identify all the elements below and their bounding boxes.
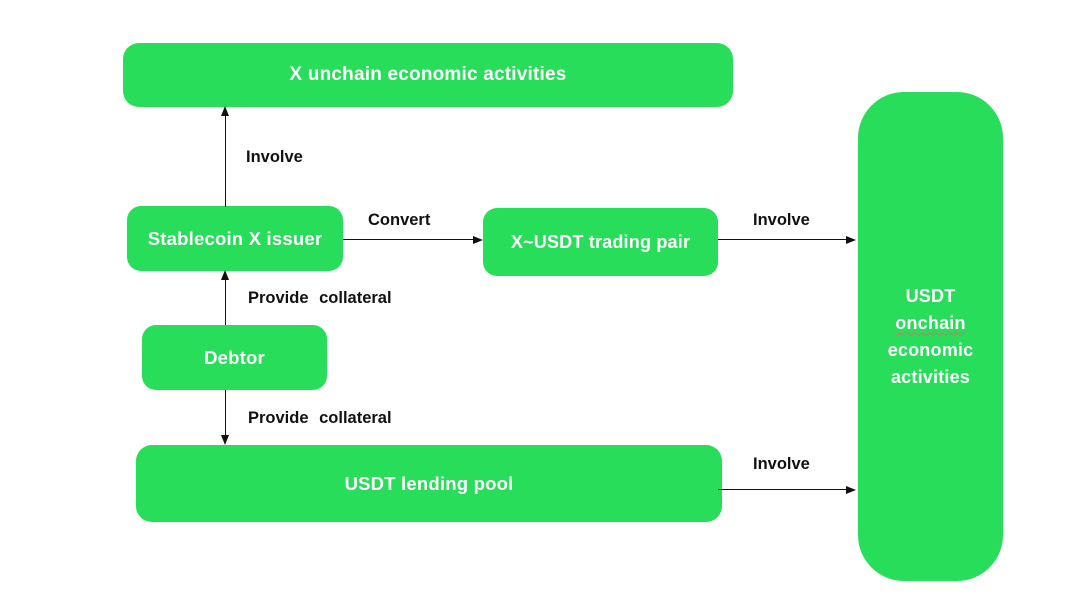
node-label-line: economic [887, 339, 974, 360]
node-label-line: activities [890, 366, 971, 387]
edge-label-provide-collateral-down: Provide collateral [248, 409, 392, 427]
node-x-unchain-economic-activities: X unchain economic activities [123, 43, 733, 107]
node-label: USDT lending pool [344, 472, 514, 494]
edge-label-involve-mid: Involve [753, 211, 810, 229]
arrow-line-convert [343, 239, 475, 240]
edge-label-convert: Convert [368, 211, 431, 229]
arrowhead-right-icon [473, 235, 483, 244]
edge-label-involve-bottom: Involve [753, 455, 810, 473]
node-usdt-lending-pool: USDT lending pool [136, 445, 722, 522]
node-label: USDT onchain economic activities [878, 283, 984, 391]
node-debtor: Debtor [142, 325, 327, 390]
node-label: X unchain economic activities [289, 64, 567, 85]
node-usdt-onchain-economic-activities: USDT onchain economic activities [858, 92, 1003, 581]
node-label-line-spellcheck: onchain [895, 312, 966, 333]
node-x-usdt-trading-pair: X~USDT trading pair [483, 208, 718, 276]
node-label: Debtor [204, 346, 265, 368]
edge-label-involve-top: Involve [246, 148, 303, 166]
node-stablecoin-x-issuer: Stablecoin X issuer [127, 206, 343, 271]
arrow-line-involve-bottom [718, 489, 848, 490]
arrow-line-provide-collateral-up [225, 278, 226, 325]
arrowhead-right-icon [846, 235, 856, 244]
arrow-line-involve-top [225, 114, 226, 207]
arrow-line-provide-collateral-down [225, 390, 226, 437]
node-label-line: USDT [905, 285, 956, 306]
arrowhead-down-icon [221, 435, 229, 445]
arrowhead-up-icon [221, 106, 229, 116]
arrowhead-up-icon [221, 270, 229, 280]
arrowhead-right-icon [846, 485, 856, 494]
node-label: Stablecoin X issuer [147, 227, 323, 249]
node-label: X~USDT trading pair [510, 231, 691, 252]
edge-label-provide-collateral-up: Provide collateral [248, 289, 392, 307]
arrow-line-involve-mid [718, 239, 848, 240]
